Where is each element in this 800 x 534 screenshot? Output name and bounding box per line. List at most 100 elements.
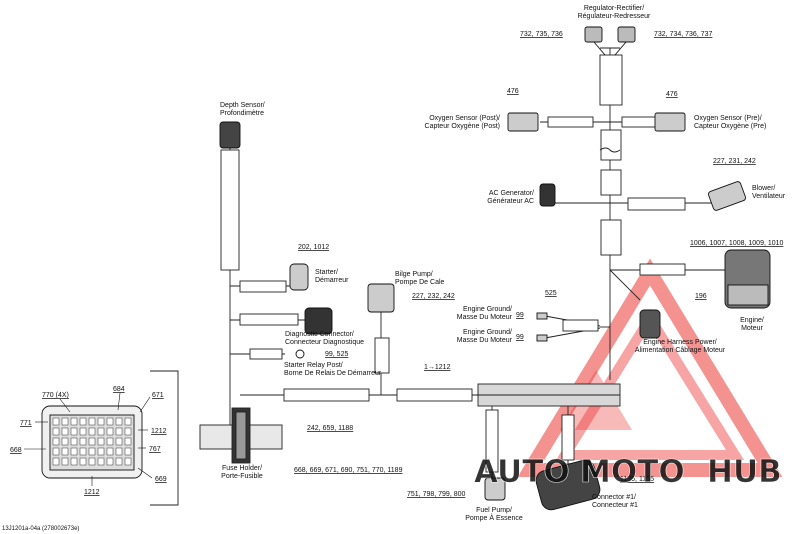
ref-ecm-669: 669 xyxy=(155,476,167,483)
engine-harness-power-connector-icon xyxy=(639,309,661,339)
svg-text:AUTO: AUTO xyxy=(474,454,570,490)
regulator-connector-icon xyxy=(584,26,636,56)
ecm-pin xyxy=(52,427,60,436)
fuel-pump-label: Fuel Pump/Pompe À Essence xyxy=(465,507,523,522)
ecm-pin xyxy=(115,437,123,446)
diagnostic-connector-icon xyxy=(304,307,333,335)
ecm-pin xyxy=(106,437,114,446)
engine-ground-icon xyxy=(536,334,548,342)
regulator-label: Regulator-Rectifier/Régulateur-Redresseu… xyxy=(578,5,651,20)
ecm-pin xyxy=(52,417,60,426)
ecm-pin xyxy=(79,417,87,426)
ref-regulator-left: 732, 735, 736 xyxy=(520,31,563,38)
ecm-pin xyxy=(106,457,114,466)
starter-label: Starter/Démarreur xyxy=(315,269,349,284)
ref-blower: 227, 231, 242 xyxy=(713,158,756,165)
ecm-pin xyxy=(97,437,105,446)
ref-engine-side: 196 xyxy=(695,293,707,300)
engine-harness-label: Engine Harness Power/Alimentation Câblag… xyxy=(635,339,726,354)
o2-pre-label: Oxygen Sensor (Pre)/Capteur Oxygène (Pre… xyxy=(694,115,766,130)
o2-post-label: Oxygen Sensor (Post)/Capteur Oxygène (Po… xyxy=(425,115,501,130)
ecm-pin-grid xyxy=(52,417,132,466)
ecm-pin xyxy=(106,417,114,426)
ecm-pin xyxy=(52,447,60,456)
ecm-pin xyxy=(97,427,105,436)
ref-relay: 99, 525 xyxy=(325,351,348,358)
ref-starter: 202, 1012 xyxy=(298,244,329,251)
diagram-footer-code: 13J1201a-04a (278002673e) xyxy=(2,526,79,532)
watermark-text: AUTO MOTO HUB xyxy=(474,454,782,491)
ecm-pin xyxy=(79,437,87,446)
ref-ground1-top: 525 xyxy=(545,290,557,297)
ecm-pin xyxy=(61,457,69,466)
ecm-pin xyxy=(97,417,105,426)
ecm-pin xyxy=(70,457,78,466)
ref-arrow: 1→1212 xyxy=(424,364,451,371)
ecm-pin xyxy=(124,447,132,456)
ref-ecm-771: 771 xyxy=(20,420,32,427)
ecm-pin xyxy=(88,457,96,466)
ref-fuse-2: 668, 669, 671, 690, 751, 770, 1189 xyxy=(294,467,403,474)
ref-ecm-1212a: 1212 xyxy=(151,428,167,435)
ac-generator-label: AC Generator/Générateur AC xyxy=(487,190,534,205)
ref-ecm-668: 668 xyxy=(10,447,22,454)
ecm-leader-lines xyxy=(24,392,153,486)
ecm-pin xyxy=(115,447,123,456)
ecm-pin xyxy=(61,437,69,446)
ecm-pin xyxy=(61,447,69,456)
ref-ecm-671: 671 xyxy=(152,392,164,399)
ecm-pin xyxy=(61,417,69,426)
bilge-pump-label: Bilge Pump/Pompe De Cale xyxy=(395,271,445,286)
o2-post-connector-icon xyxy=(507,112,539,132)
ecm-pin xyxy=(88,427,96,436)
engine-ground-1-label: Engine Ground/Masse Du Moteur xyxy=(457,306,513,321)
o2-pre-connector-icon xyxy=(654,112,686,132)
ref-o2-post: 476 xyxy=(507,88,519,95)
ecm-pin xyxy=(70,417,78,426)
blower-label: Blower/Ventilateur xyxy=(752,185,786,200)
ecm-pin xyxy=(88,437,96,446)
ref-ecm-770: 770 (4X) xyxy=(42,392,69,399)
ecm-pin xyxy=(124,437,132,446)
ecm-pin xyxy=(88,417,96,426)
ref-ecm-684: 684 xyxy=(113,386,125,393)
ecm-pin xyxy=(115,417,123,426)
connector1-icon xyxy=(535,459,601,511)
ecm-pin xyxy=(124,457,132,466)
ecm-pin xyxy=(52,457,60,466)
ref-ecm-767: 767 xyxy=(149,446,161,453)
ref-fuse-1: 242, 659, 1188 xyxy=(307,425,353,432)
ecm-pin xyxy=(115,427,123,436)
connector1-label: Connector #1/Connecteur #1 xyxy=(592,494,638,509)
blower-connector-icon xyxy=(708,181,746,211)
svg-text:HUB: HUB xyxy=(707,454,782,490)
ref-fuel: 751, 798, 799, 800 xyxy=(407,491,465,498)
component-labels: Regulator-Rectifier/Régulateur-Redresseu… xyxy=(220,5,786,522)
harness-lines xyxy=(150,47,730,506)
starter-relay-ring-icon xyxy=(295,349,305,359)
depth-sensor-connector-icon xyxy=(219,121,241,149)
ecm-pin xyxy=(115,457,123,466)
ecm-pin xyxy=(70,427,78,436)
ref-regulator-right: 732, 734, 736, 737 xyxy=(654,31,712,38)
ref-engine-top: 1006, 1007, 1008, 1009, 1010 xyxy=(690,240,784,247)
engine-connector-icon xyxy=(724,249,771,309)
ecm-pin xyxy=(88,447,96,456)
ecm-pin xyxy=(124,427,132,436)
engine-ground-icon xyxy=(536,312,548,320)
depth-sensor-label: Depth Sensor/Profondimètre xyxy=(220,102,265,117)
fuel-pump-connector-icon xyxy=(484,477,506,501)
fuse-holder-label: Fuse Holder/Porte-Fusible xyxy=(221,465,263,480)
ecm-pin xyxy=(70,447,78,456)
engine-ground-2-label: Engine Ground/Masse Du Moteur xyxy=(457,329,513,344)
ref-conn1: 1135, 1155 xyxy=(620,476,654,483)
bilge-pump-connector-icon xyxy=(367,283,395,313)
ecm-pin xyxy=(97,447,105,456)
starter-connector-icon xyxy=(289,263,309,291)
svg-text:MOTO: MOTO xyxy=(580,454,685,490)
ecm-pin xyxy=(79,447,87,456)
ref-bilge: 227, 232, 242 xyxy=(412,293,455,300)
ecm-pin xyxy=(124,417,132,426)
ecm-pin xyxy=(106,427,114,436)
